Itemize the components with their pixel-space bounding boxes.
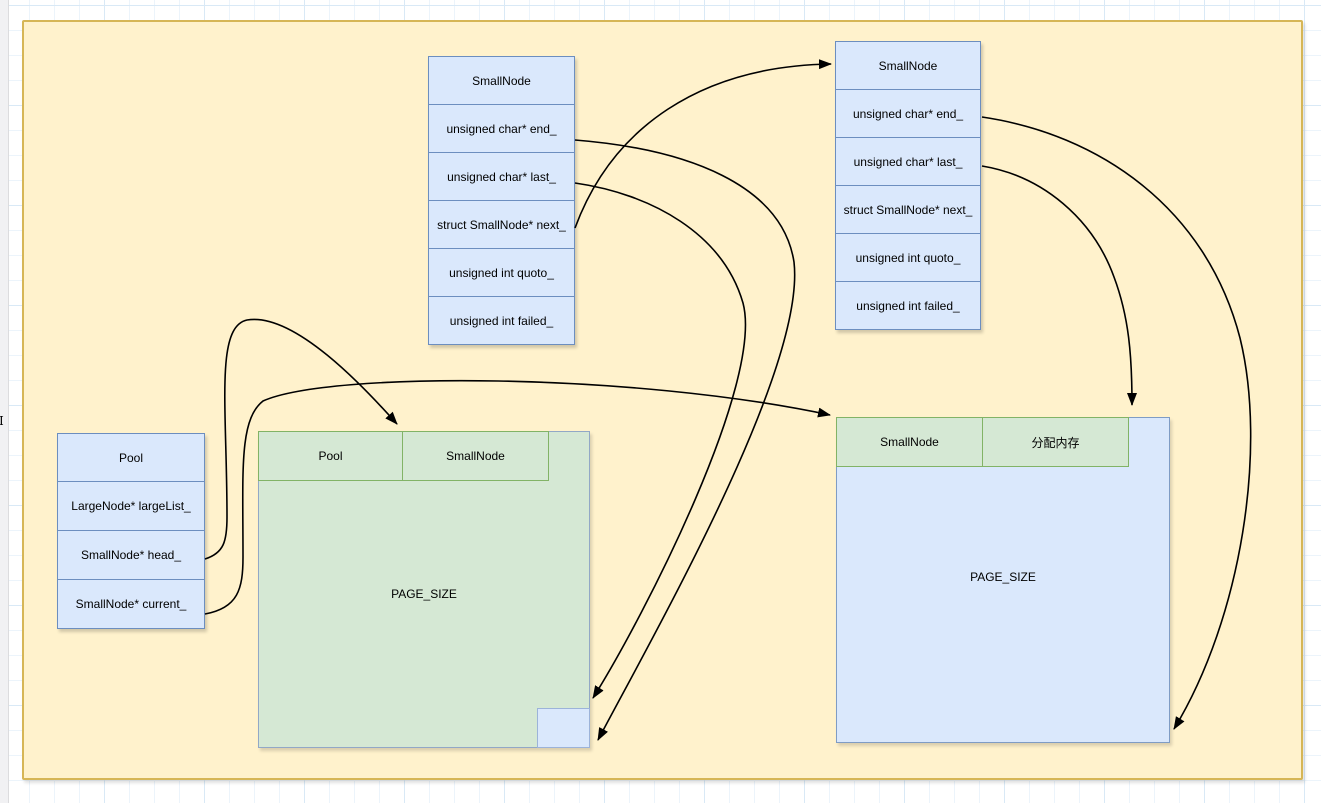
struct-title-label: SmallNode xyxy=(878,58,938,73)
field-label: LargeNode* largeList_ xyxy=(71,499,191,513)
struct-smallnode-1-field-failed[interactable]: unsigned int failed_ xyxy=(428,296,575,345)
field-label: SmallNode* current_ xyxy=(75,597,187,611)
struct-pool-field-largelist[interactable]: LargeNode* largeList_ xyxy=(57,481,205,531)
left-panel-edge xyxy=(0,0,9,803)
field-label: unsigned char* last_ xyxy=(447,169,556,184)
field-label: unsigned char* end_ xyxy=(852,106,964,121)
field-label: unsigned char* end_ xyxy=(446,121,557,136)
field-label: unsigned int failed_ xyxy=(856,298,960,313)
struct-pool-field-current[interactable]: SmallNode* current_ xyxy=(57,579,205,629)
struct-smallnode-1-field-last[interactable]: unsigned char* last_ xyxy=(428,152,575,201)
struct-smallnode-2-field-failed[interactable]: unsigned int failed_ xyxy=(835,281,981,330)
field-label: unsigned int quoto_ xyxy=(449,265,554,280)
struct-smallnode-1-field-quoto[interactable]: unsigned int quoto_ xyxy=(428,248,575,297)
struct-smallnode-2-field-next[interactable]: struct SmallNode* next_ xyxy=(835,185,981,234)
page-1-header-smallnode[interactable]: SmallNode xyxy=(402,431,549,481)
field-label: unsigned int failed_ xyxy=(449,313,554,328)
struct-title-label: Pool xyxy=(118,450,144,465)
page-2-header-allocated[interactable]: 分配内存 xyxy=(982,417,1129,467)
text-cursor-mark: I xyxy=(0,414,4,428)
header-label: SmallNode xyxy=(880,435,939,449)
field-label: SmallNode* head_ xyxy=(80,548,182,562)
struct-smallnode-2[interactable]: SmallNode unsigned char* end_ unsigned c… xyxy=(835,41,981,330)
struct-smallnode-1[interactable]: SmallNode unsigned char* end_ unsigned c… xyxy=(428,56,575,345)
struct-pool[interactable]: Pool LargeNode* largeList_ SmallNode* he… xyxy=(57,433,205,629)
page-2-size-label: PAGE_SIZE xyxy=(970,570,1036,584)
header-label: SmallNode xyxy=(446,449,505,463)
struct-smallnode-1-field-end[interactable]: unsigned char* end_ xyxy=(428,104,575,153)
struct-smallnode-2-field-last[interactable]: unsigned char* last_ xyxy=(835,137,981,186)
memory-page-2[interactable]: SmallNode 分配内存 PAGE_SIZE xyxy=(836,417,1170,743)
struct-smallnode-1-title[interactable]: SmallNode xyxy=(428,56,575,105)
field-label: unsigned char* last_ xyxy=(853,154,963,169)
struct-smallnode-2-title[interactable]: SmallNode xyxy=(835,41,981,90)
field-label: unsigned int quoto_ xyxy=(855,250,961,265)
page-1-size-label: PAGE_SIZE xyxy=(391,587,457,601)
free-memory-block[interactable] xyxy=(537,708,590,748)
header-label: Pool xyxy=(318,449,343,463)
struct-smallnode-2-field-quoto[interactable]: unsigned int quoto_ xyxy=(835,233,981,282)
page-2-header-smallnode[interactable]: SmallNode xyxy=(836,417,983,467)
struct-pool-title[interactable]: Pool xyxy=(57,433,205,482)
struct-smallnode-1-field-next[interactable]: struct SmallNode* next_ xyxy=(428,200,575,249)
struct-pool-field-head[interactable]: SmallNode* head_ xyxy=(57,530,205,580)
field-label: struct SmallNode* next_ xyxy=(437,217,566,232)
page-1-header-pool[interactable]: Pool xyxy=(258,431,403,481)
struct-title-label: SmallNode xyxy=(472,73,531,88)
memory-page-1[interactable]: Pool SmallNode PAGE_SIZE xyxy=(258,431,590,748)
header-label: 分配内存 xyxy=(1031,435,1080,450)
field-label: struct SmallNode* next_ xyxy=(843,202,973,217)
struct-smallnode-2-field-end[interactable]: unsigned char* end_ xyxy=(835,89,981,138)
